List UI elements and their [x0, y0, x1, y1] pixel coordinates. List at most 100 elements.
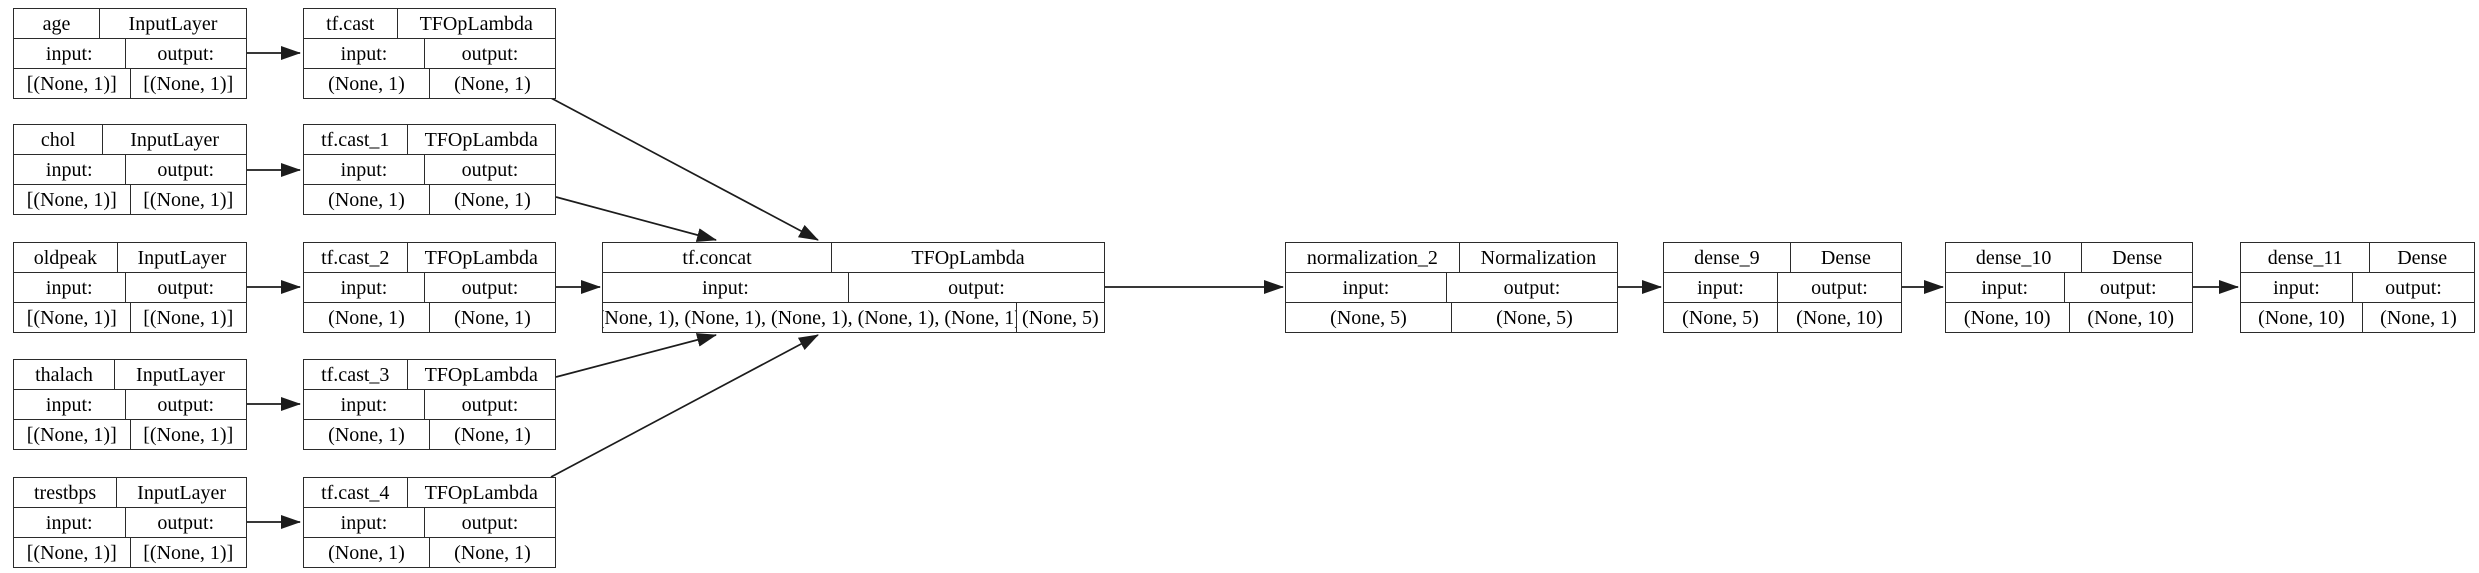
- input-shape: (None, 10): [2258, 306, 2345, 329]
- input-label: input:: [2273, 276, 2320, 299]
- layer-type: TFOpLambda: [831, 243, 1104, 272]
- layer-name: dense_10: [1975, 246, 2052, 269]
- output-label: output:: [124, 155, 247, 184]
- edge-tf-cast-3-to-tf-concat: [555, 333, 717, 378]
- output-shape: (None, 1): [2362, 303, 2474, 332]
- input-shape: [(None, 1)]: [26, 423, 117, 446]
- layer-shape-row: [(None, 1)][(None, 1)]: [14, 302, 246, 332]
- layer-shape-row: (None, 10)(None, 10): [1946, 302, 2192, 332]
- input-label: input:: [1697, 276, 1744, 299]
- output-shape: (None, 1): [429, 303, 555, 332]
- input-shape: (None, 5): [1330, 306, 1407, 329]
- input-label: input:: [340, 158, 388, 181]
- input-label: input:: [45, 393, 93, 416]
- layer-shape-row: [(None, 1), (None, 1), (None, 1), (None,…: [603, 302, 1104, 332]
- input-label: input:: [340, 276, 388, 299]
- output-shape: [(None, 1)]: [129, 69, 247, 98]
- input-shape: [(None, 1)]: [26, 541, 117, 564]
- layer-type: InputLayer: [102, 125, 246, 154]
- input-shape: [(None, 1)]: [26, 72, 117, 95]
- edge-tf-cast-4-to-tf-concat: [550, 334, 819, 478]
- input-label: input:: [45, 511, 93, 534]
- layer-shape-row: (None, 1)(None, 1): [304, 184, 555, 214]
- layer-shape-row: [(None, 1)] [(None, 1)]: [14, 68, 246, 98]
- layer-node-normalization-2: normalization_2 Normalization input: output…: [1285, 242, 1618, 333]
- output-shape: (None, 1): [429, 185, 555, 214]
- layer-io-label-row: input:output:: [304, 507, 555, 537]
- output-label: output:: [1777, 273, 1901, 302]
- layer-io-label-row: input:output:: [304, 389, 555, 419]
- input-label: input:: [702, 276, 749, 299]
- layer-shape-row: (None, 1)(None, 1): [304, 302, 555, 332]
- layer-type: InputLayer: [116, 478, 246, 507]
- input-label: input:: [1342, 276, 1390, 299]
- output-label: output:: [124, 390, 247, 419]
- layer-io-label-row: input: output:: [1286, 272, 1617, 302]
- layer-io-label-row: input:output:: [304, 272, 555, 302]
- layer-io-label-row: input: output:: [1664, 272, 1901, 302]
- layer-name: tf.cast_3: [321, 363, 390, 386]
- output-label: output:: [424, 508, 555, 537]
- layer-name: tf.cast_2: [321, 246, 390, 269]
- layer-name: chol: [40, 128, 76, 151]
- input-shape: (None, 10): [1963, 306, 2051, 329]
- layer-title-row: dense_10 Dense: [1946, 243, 2192, 272]
- layer-title-row: normalization_2 Normalization: [1286, 243, 1617, 272]
- input-label: input:: [45, 276, 93, 299]
- layer-title-row: oldpeak InputLayer: [14, 243, 246, 272]
- layer-shape-row: [(None, 1)][(None, 1)]: [14, 537, 246, 567]
- layer-shape-row: (None, 1)(None, 1): [304, 419, 555, 449]
- input-shape: (None, 5): [1682, 306, 1759, 329]
- input-label: input:: [45, 158, 93, 181]
- layer-type: TFOpLambda: [406, 243, 556, 272]
- layer-shape-row: (None, 1)(None, 1): [304, 537, 555, 567]
- layer-name: thalach: [35, 363, 93, 386]
- output-label: output:: [124, 39, 247, 68]
- output-label: output:: [2352, 273, 2474, 302]
- output-shape: (None, 5): [1451, 303, 1617, 332]
- layer-type: Dense: [2081, 243, 2192, 272]
- layer-type: TFOpLambda: [396, 9, 556, 38]
- layer-type: TFOpLambda: [406, 478, 556, 507]
- output-label: output:: [124, 273, 247, 302]
- layer-name: dense_9: [1694, 246, 1760, 269]
- layer-node-oldpeak: oldpeak InputLayer input: output:[(None, 1)…: [13, 242, 247, 333]
- layer-shape-row: (None, 5) (None, 5): [1286, 302, 1617, 332]
- output-label: output:: [2063, 273, 2193, 302]
- layer-io-label-row: input: output:: [14, 389, 246, 419]
- output-shape: [(None, 1)]: [129, 303, 247, 332]
- output-label: output:: [424, 390, 555, 419]
- layer-name: tf.cast_1: [321, 128, 390, 151]
- input-label: input:: [340, 42, 388, 65]
- layer-type: InputLayer: [116, 243, 246, 272]
- layer-name: tf.concat: [682, 246, 752, 269]
- layer-io-label-row: input: output:: [2241, 272, 2474, 302]
- output-shape: (None, 1): [429, 420, 555, 449]
- layer-type: Dense: [2369, 243, 2474, 272]
- output-label: output:: [424, 155, 555, 184]
- layer-name: normalization_2: [1306, 246, 1438, 269]
- layer-io-label-row: input:output:: [304, 38, 555, 68]
- layer-name: oldpeak: [33, 246, 98, 269]
- layer-io-label-row: input:output:: [603, 272, 1104, 302]
- layer-io-label-row: input:output:: [14, 38, 246, 68]
- input-shape: [(None, 1)]: [26, 188, 117, 211]
- layer-type: Normalization: [1458, 243, 1617, 272]
- output-label: output:: [1446, 273, 1617, 302]
- output-label: output:: [124, 508, 247, 537]
